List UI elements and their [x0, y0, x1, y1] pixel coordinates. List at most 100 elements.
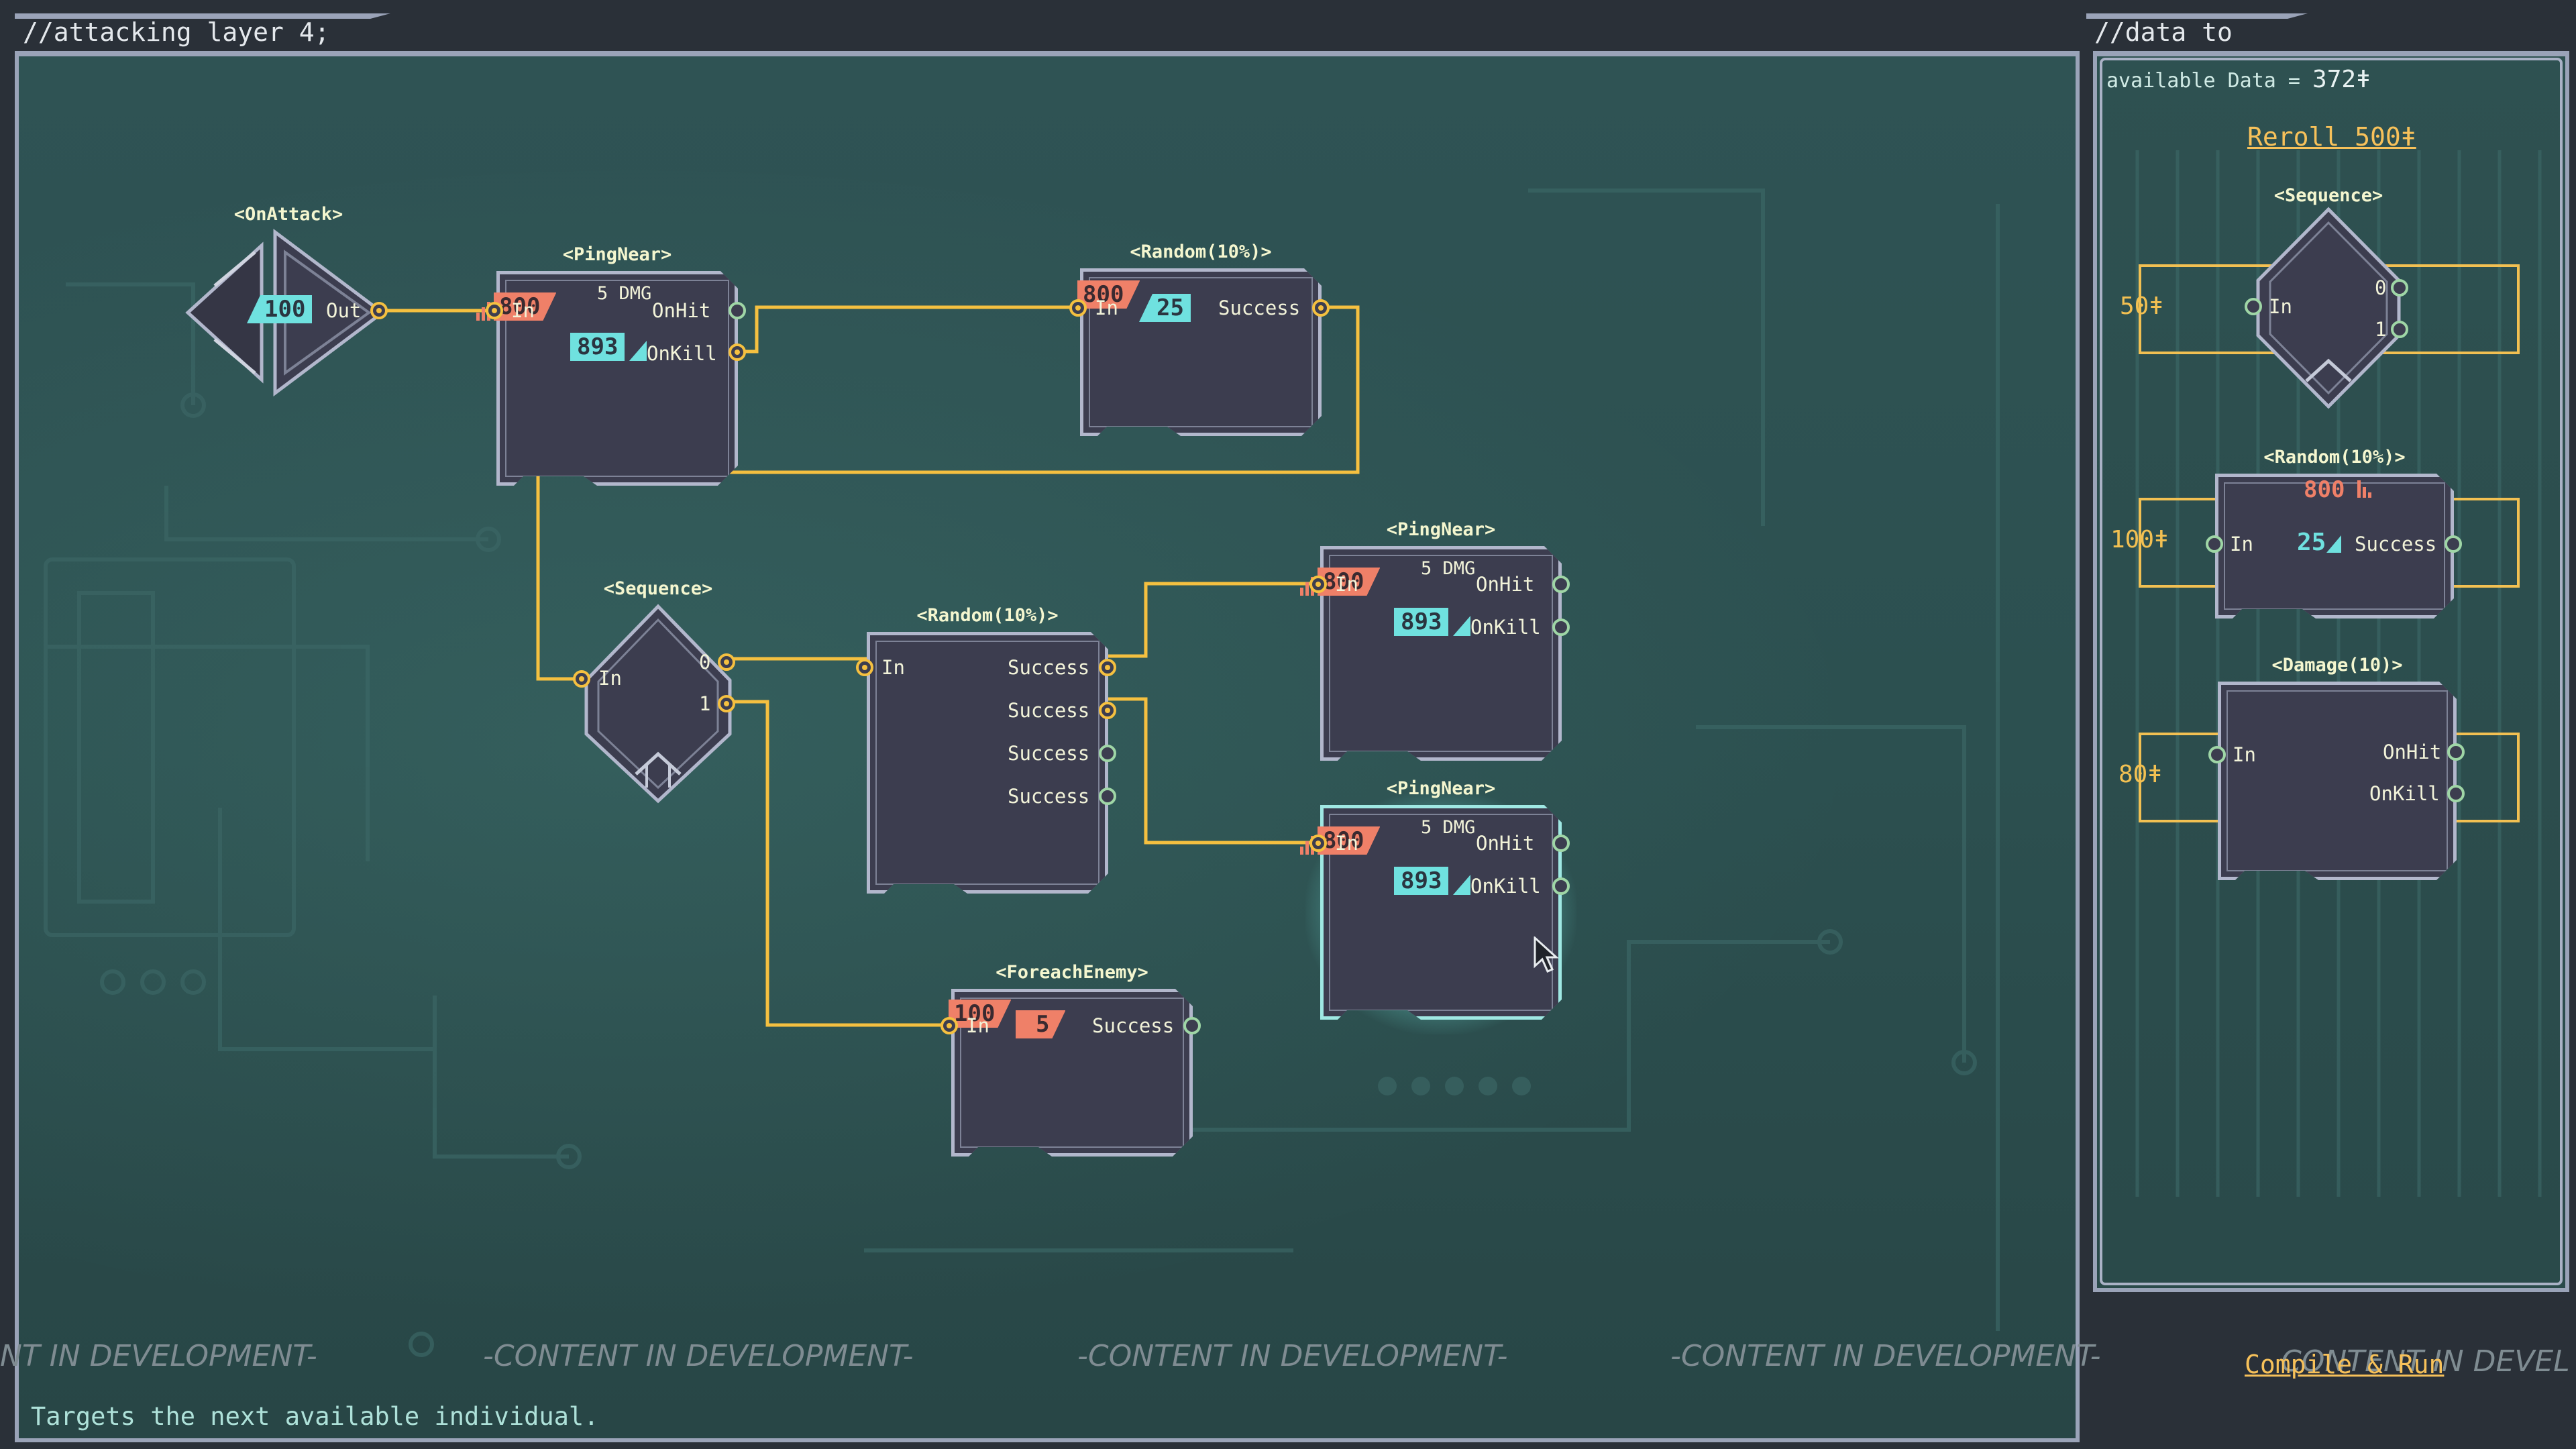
pingnear-node-1[interactable]: <PingNear> 800 5 DMG In OnHit 893 OnKill — [476, 244, 746, 486]
random-4way-out-3-label: Success — [1008, 742, 1090, 765]
wire-random4-to-pingnear2 — [1106, 582, 1320, 658]
pingnear-3-cost-badge: 800 — [1318, 826, 1380, 855]
kill-badge-tri-icon — [1453, 875, 1470, 895]
wire-random-to-sequence — [536, 305, 1360, 681]
shop-sequence-out0-label: 0 — [2375, 276, 2387, 299]
shop-random-in-label: In — [2230, 533, 2253, 555]
random-4way-out-1-port[interactable] — [1099, 659, 1116, 676]
shop-damage-onkill-label: OnKill — [2369, 782, 2440, 805]
sequence-node[interactable]: <Sequence> In 0 1 — [573, 578, 742, 814]
ticker-text-3: -CONTENT IN DEVELOPMENT- — [1077, 1339, 1508, 1373]
shop-damage-in-label: In — [2233, 743, 2256, 766]
pingnear-3-in-port[interactable] — [1309, 835, 1327, 852]
pingnear-2-in-port[interactable] — [1309, 576, 1327, 593]
shop-random-success-port — [2445, 535, 2462, 553]
wire-pingnear-to-random — [737, 305, 1080, 354]
random-4way-out-4-port[interactable] — [1099, 788, 1116, 805]
available-data-value: 372 — [2312, 66, 2357, 93]
random-4way-in-label: In — [881, 656, 905, 679]
sequence-out1-label: 1 — [699, 692, 711, 715]
shop-sequence-out0-port — [2391, 279, 2408, 297]
shop-damage-body — [2218, 682, 2457, 880]
pingnear-1-in-port[interactable] — [486, 302, 503, 319]
onattack-node[interactable]: <OnAttack> 100 Out — [174, 204, 402, 413]
random-1-in-port[interactable] — [1069, 299, 1087, 317]
shop-item-damage[interactable]: <Damage(10)> In OnHit OnKill — [2208, 655, 2465, 880]
shop-damage-onhit-label: OnHit — [2383, 741, 2442, 763]
pingnear-3-title: <PingNear> — [1386, 778, 1496, 799]
random-node-4way[interactable]: <Random(10%)> In Success Success Success… — [856, 605, 1116, 894]
random-4way-out-2-label: Success — [1008, 699, 1090, 722]
pingnear-3-kill-badge: 893 — [1394, 867, 1449, 895]
pingnear-2-onhit-port[interactable] — [1552, 576, 1570, 593]
pingnear-1-kill-value: 893 — [577, 333, 619, 360]
random-1-cost-badge: 800 — [1077, 280, 1140, 309]
random-node-1[interactable]: <Random(10%)> 800 In 25 Success — [1069, 241, 1330, 436]
random-1-success-port[interactable] — [1312, 299, 1330, 317]
onattack-out-port[interactable] — [370, 302, 388, 319]
pingnear-2-onkill-label: OnKill — [1470, 616, 1541, 639]
available-data-label: available Data = — [2106, 69, 2313, 93]
shop-random-in-port — [2206, 535, 2223, 553]
side-tab: //data to node conversion — [2086, 13, 2308, 106]
shop-sequence-title: <Sequence> — [2273, 185, 2383, 206]
pingnear-1-onkill-label: OnKill — [647, 342, 717, 365]
shop-damage-onkill-port — [2447, 785, 2465, 802]
sequence-in-port[interactable] — [573, 670, 590, 688]
compile-run-button[interactable]: Compile & Run — [2245, 1350, 2445, 1379]
random-1-chance: 25 — [1157, 294, 1184, 321]
pingnear-1-kill-badge: 893 — [570, 333, 625, 361]
pingnear-3-onhit-label: OnHit — [1476, 832, 1535, 855]
foreach-success-label: Success — [1092, 1014, 1175, 1037]
reroll-button[interactable]: Reroll 500ǂ — [2247, 122, 2416, 152]
random-4way-out-1-label: Success — [1008, 656, 1090, 679]
kill-badge-tri-icon — [1453, 616, 1470, 636]
foreach-enemy-node[interactable]: <ForeachEnemy> 100 In 5 Success — [941, 962, 1201, 1157]
shop-item-random[interactable]: <Random(10%)> 800 In 25 Success — [2206, 447, 2462, 619]
sequence-in-label: In — [598, 667, 622, 690]
foreach-in-port[interactable] — [941, 1017, 958, 1034]
shop-item-random-cost: 100ǂ — [2110, 526, 2169, 553]
pingnear-2-onkill-port[interactable] — [1552, 619, 1570, 636]
random-1-in-label: In — [1095, 297, 1118, 319]
random-1-success-label: Success — [1218, 297, 1301, 319]
foreach-title: <ForeachEnemy> — [996, 962, 1148, 983]
sequence-out0-port[interactable] — [718, 653, 735, 671]
shop-item-sequence[interactable]: <Sequence> In 0 1 — [2245, 185, 2412, 416]
sequence-diamond-icon — [584, 604, 732, 804]
main-tab: //attacking layer 4; opponent space 539 — [15, 13, 390, 76]
node-description: Targets the next available individual. — [31, 1402, 599, 1431]
pingnear-1-onkill-port[interactable] — [729, 343, 746, 361]
shop-damage-title: <Damage(10)> — [2271, 655, 2403, 676]
random-4way-out-3-port[interactable] — [1099, 745, 1116, 762]
pingnear-2-title: <PingNear> — [1386, 519, 1496, 540]
mouse-cursor-icon — [1534, 936, 1559, 973]
node-editor-canvas[interactable]: <OnAttack> 100 Out <PingNear> 800 5 DMG … — [15, 51, 2080, 1442]
random-4way-out-4-label: Success — [1008, 785, 1090, 808]
sequence-out1-port[interactable] — [718, 695, 735, 712]
pingnear-node-3[interactable]: <PingNear> 800 5 DMG In OnHit 893 OnKill — [1300, 778, 1576, 1034]
foreach-count: 5 — [1036, 1011, 1050, 1038]
pingnear-node-2[interactable]: <PingNear> 800 5 DMG In OnHit 893 OnKill — [1300, 519, 1570, 761]
shop-sequence-out1-port — [2391, 321, 2408, 338]
random-4way-in-port[interactable] — [856, 659, 873, 676]
pingnear-1-onhit-port[interactable] — [729, 302, 746, 319]
pingnear-1-title: <PingNear> — [562, 244, 672, 265]
pingnear-3-onhit-port[interactable] — [1552, 835, 1570, 852]
pingnear-3-damage: 5 DMG — [1421, 817, 1476, 838]
pingnear-3-kill-value: 893 — [1401, 867, 1442, 894]
random-4way-out-2-port[interactable] — [1099, 702, 1116, 719]
foreach-success-port[interactable] — [1183, 1017, 1201, 1034]
shop-damage-onhit-port — [2447, 743, 2465, 761]
onattack-title: <OnAttack> — [233, 204, 343, 225]
shop-damage-in-port — [2208, 746, 2226, 763]
pingnear-3-onkill-port[interactable] — [1552, 877, 1570, 895]
currency-glyph-icon: ǂ — [2356, 66, 2371, 93]
random-1-title: <Random(10%)> — [1130, 241, 1272, 262]
shop-sequence-in-port — [2245, 298, 2262, 315]
pingnear-1-damage: 5 DMG — [597, 283, 652, 304]
shop-random-chance: 25 — [2297, 529, 2326, 556]
wire-random4-to-pingnear3 — [1106, 697, 1320, 845]
shop-item-damage-cost: 80ǂ — [2118, 761, 2163, 788]
pingnear-2-in-label: In — [1335, 573, 1358, 596]
